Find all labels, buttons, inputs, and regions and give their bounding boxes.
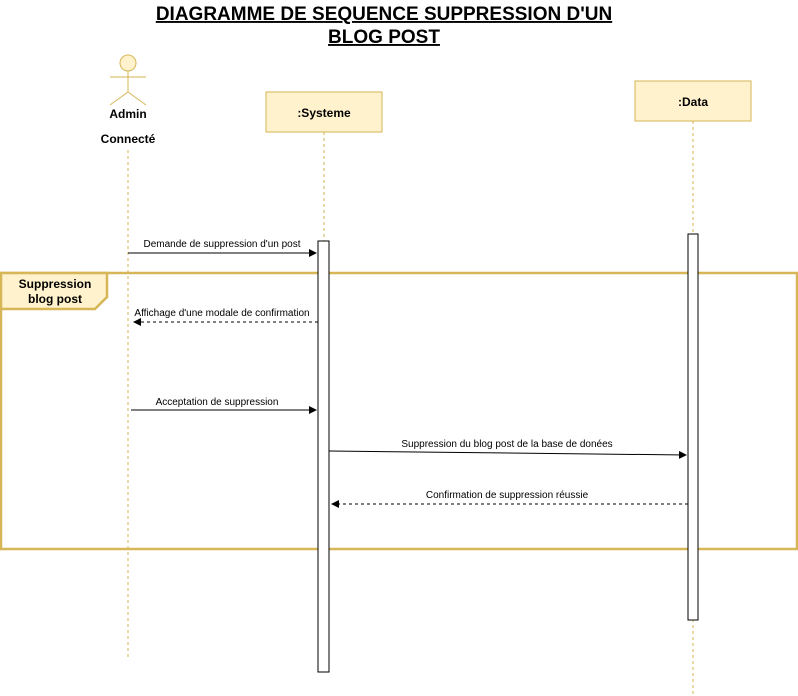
fragment-suppression-blog-post: Suppression blog post xyxy=(0,271,798,551)
activation-systeme xyxy=(317,240,330,673)
message-5-label: Confirmation de suppression réussie xyxy=(426,490,589,501)
message-1: Demande de suppression d'un post xyxy=(128,239,317,257)
message-2: Affichage d'une modale de confirmation xyxy=(133,308,318,326)
message-5: Confirmation de suppression réussie xyxy=(331,490,688,508)
fragment-label-line2: blog post xyxy=(28,292,82,306)
message-2-label: Affichage d'une modale de confirmation xyxy=(134,308,309,319)
participant-systeme-label: :Systeme xyxy=(297,106,351,120)
fragment-label-line1: Suppression xyxy=(19,277,92,291)
diagram-title-line1: DIAGRAMME DE SEQUENCE SUPPRESSION D'UN xyxy=(156,4,612,25)
message-3-label: Acceptation de suppression xyxy=(156,397,279,408)
activation-data xyxy=(687,233,699,621)
message-4: Suppression du blog post de la base de d… xyxy=(328,439,687,459)
actor-admin-icon xyxy=(109,54,147,106)
message-3: Acceptation de suppression xyxy=(131,397,317,414)
participant-systeme: :Systeme xyxy=(265,91,383,133)
diagram-title-line2: BLOG POST xyxy=(328,27,440,48)
participant-data-label: :Data xyxy=(678,95,708,109)
participant-data: :Data xyxy=(634,80,752,122)
message-4-label: Suppression du blog post de la base de d… xyxy=(401,439,612,450)
actor-name: Admin xyxy=(109,107,146,121)
message-1-label: Demande de suppression d'un post xyxy=(143,239,300,250)
actor-state: Connecté xyxy=(101,132,156,146)
